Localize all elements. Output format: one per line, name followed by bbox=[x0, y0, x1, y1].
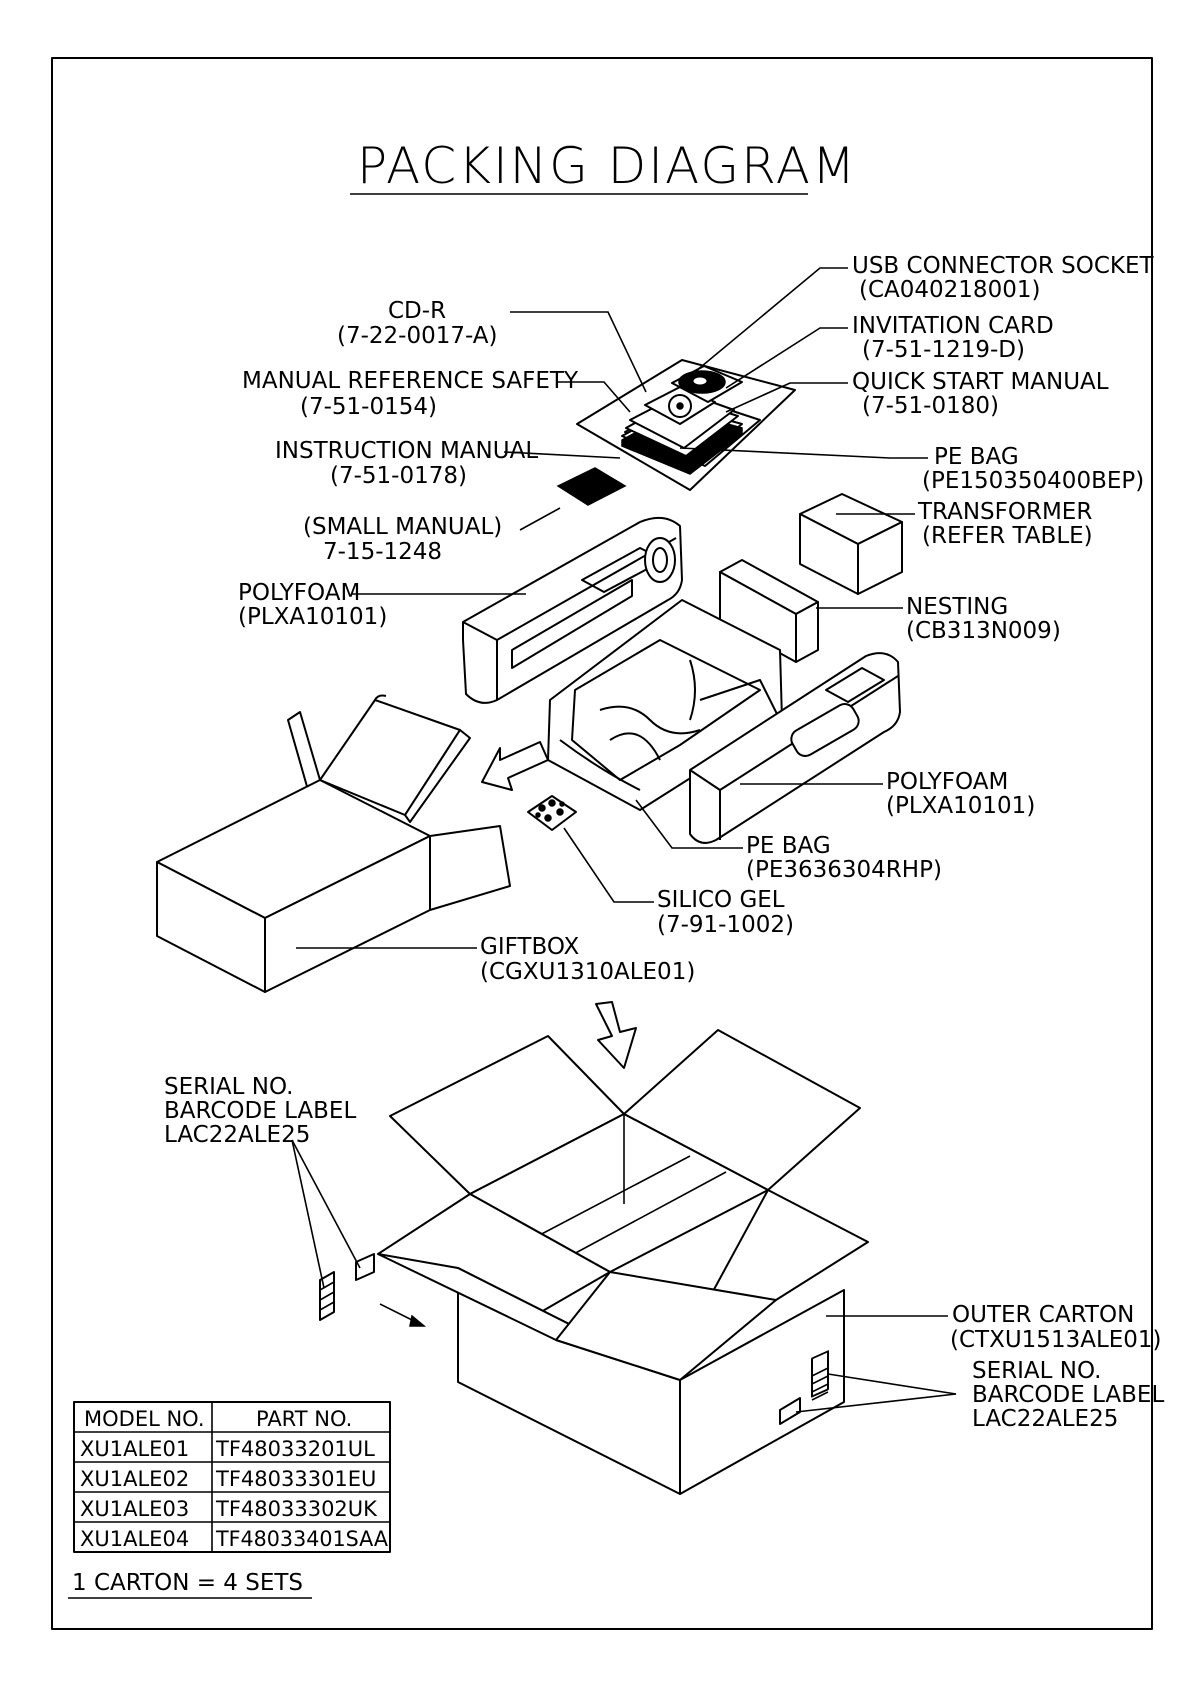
label-serial-right-line2: BARCODE LABEL bbox=[972, 1382, 1164, 1408]
table-row-4-model: XU1ALE04 bbox=[80, 1527, 189, 1551]
table-row-2-part: TF48033301EU bbox=[215, 1467, 376, 1491]
accessory-pe-bag bbox=[576, 359, 796, 491]
label-pebag1-part: (PE150350400BEP) bbox=[922, 468, 1144, 494]
silica-gel-packet bbox=[527, 795, 577, 831]
label-serial-left-line1: SERIAL NO. bbox=[164, 1074, 293, 1100]
label-polyfoam-left-part: (PLXA10101) bbox=[238, 604, 387, 630]
label-silico-name: SILICO GEL bbox=[657, 887, 785, 913]
label-instruction-part: (7-51-0178) bbox=[330, 463, 467, 489]
label-quickstart-part: (7-51-0180) bbox=[862, 393, 999, 419]
label-instruction-name: INSTRUCTION MANUAL bbox=[275, 438, 538, 464]
label-giftbox-name: GIFTBOX bbox=[480, 934, 579, 960]
label-cdr-name: CD-R bbox=[388, 298, 446, 324]
label-safety-part: (7-51-0154) bbox=[300, 394, 437, 420]
small-manual bbox=[556, 467, 627, 506]
label-nesting-name: NESTING bbox=[906, 594, 1008, 620]
label-usb-name: USB CONNECTOR SOCKET bbox=[852, 253, 1155, 279]
carton-quantity-note: 1 CARTON = 4 SETS bbox=[72, 1570, 303, 1596]
transformer-box bbox=[799, 493, 903, 595]
table-row-4-part: TF48033401SAA bbox=[215, 1527, 389, 1551]
label-invitation-name: INVITATION CARD bbox=[852, 313, 1054, 339]
label-polyfoam-right-name: POLYFOAM bbox=[886, 769, 1008, 795]
table-header-part: PART NO. bbox=[256, 1407, 352, 1431]
leader-lines bbox=[291, 267, 957, 1413]
page-frame bbox=[51, 57, 1153, 1630]
label-safety-name: MANUAL REFERENCE SAFETY bbox=[242, 368, 579, 394]
label-serial-right-line3: LAC22ALE25 bbox=[972, 1406, 1118, 1432]
label-serial-right-line1: SERIAL NO. bbox=[972, 1358, 1101, 1384]
giftbox bbox=[156, 694, 511, 993]
table-row-3-part: TF48033302UK bbox=[215, 1497, 378, 1521]
table-row-1-model: XU1ALE01 bbox=[80, 1437, 189, 1461]
label-polyfoam-right-part: (PLXA10101) bbox=[886, 793, 1035, 819]
label-transformer-part: (REFER TABLE) bbox=[922, 523, 1093, 549]
label-serial-left-line3: LAC22ALE25 bbox=[164, 1122, 310, 1148]
label-cdr-part: (7-22-0017-A) bbox=[337, 323, 498, 349]
label-invitation-part: (7-51-1219-D) bbox=[862, 337, 1025, 363]
label-pebag1-name: PE BAG bbox=[934, 444, 1019, 470]
polyfoam-right bbox=[689, 652, 901, 844]
label-polyfoam-left-name: POLYFOAM bbox=[238, 580, 360, 606]
polyfoam-left bbox=[462, 516, 683, 704]
label-quickstart-name: QUICK START MANUAL bbox=[852, 369, 1109, 395]
label-serial-left-line2: BARCODE LABEL bbox=[164, 1098, 356, 1124]
label-silico-part: (7-91-1002) bbox=[657, 912, 794, 938]
label-smallmanual-name: (SMALL MANUAL) bbox=[303, 514, 502, 540]
label-nesting-part: (CB313N009) bbox=[906, 618, 1061, 644]
table-header-model: MODEL NO. bbox=[84, 1407, 205, 1431]
label-pebag2-part: (PE3636304RHP) bbox=[746, 857, 942, 883]
label-giftbox-part: (CGXU1310ALE01) bbox=[480, 959, 695, 985]
model-part-table: MODEL NO. PART NO. XU1ALE01 TF48033201UL… bbox=[73, 1401, 391, 1553]
label-outer-name: OUTER CARTON bbox=[952, 1302, 1134, 1328]
label-smallmanual-part: 7-15-1248 bbox=[323, 539, 442, 565]
outer-carton bbox=[377, 1029, 869, 1495]
label-usb-part: (CA040218001) bbox=[859, 277, 1040, 303]
label-outer-part: (CTXU1513ALE01) bbox=[950, 1327, 1162, 1353]
label-transformer-name: TRANSFORMER bbox=[917, 499, 1092, 525]
page-title: PACKING DIAGRAM bbox=[357, 137, 857, 195]
callout-labels: USB CONNECTOR SOCKET (CA040218001) INVIT… bbox=[164, 253, 1164, 1432]
pack-down-arrow bbox=[595, 1001, 637, 1069]
table-row-1-part: TF48033201UL bbox=[215, 1437, 375, 1461]
table-row-3-model: XU1ALE03 bbox=[80, 1497, 189, 1521]
label-pebag2-name: PE BAG bbox=[746, 833, 831, 859]
insert-arrow bbox=[481, 741, 549, 791]
nesting-board bbox=[719, 559, 819, 663]
table-row-2-model: XU1ALE02 bbox=[80, 1467, 189, 1491]
